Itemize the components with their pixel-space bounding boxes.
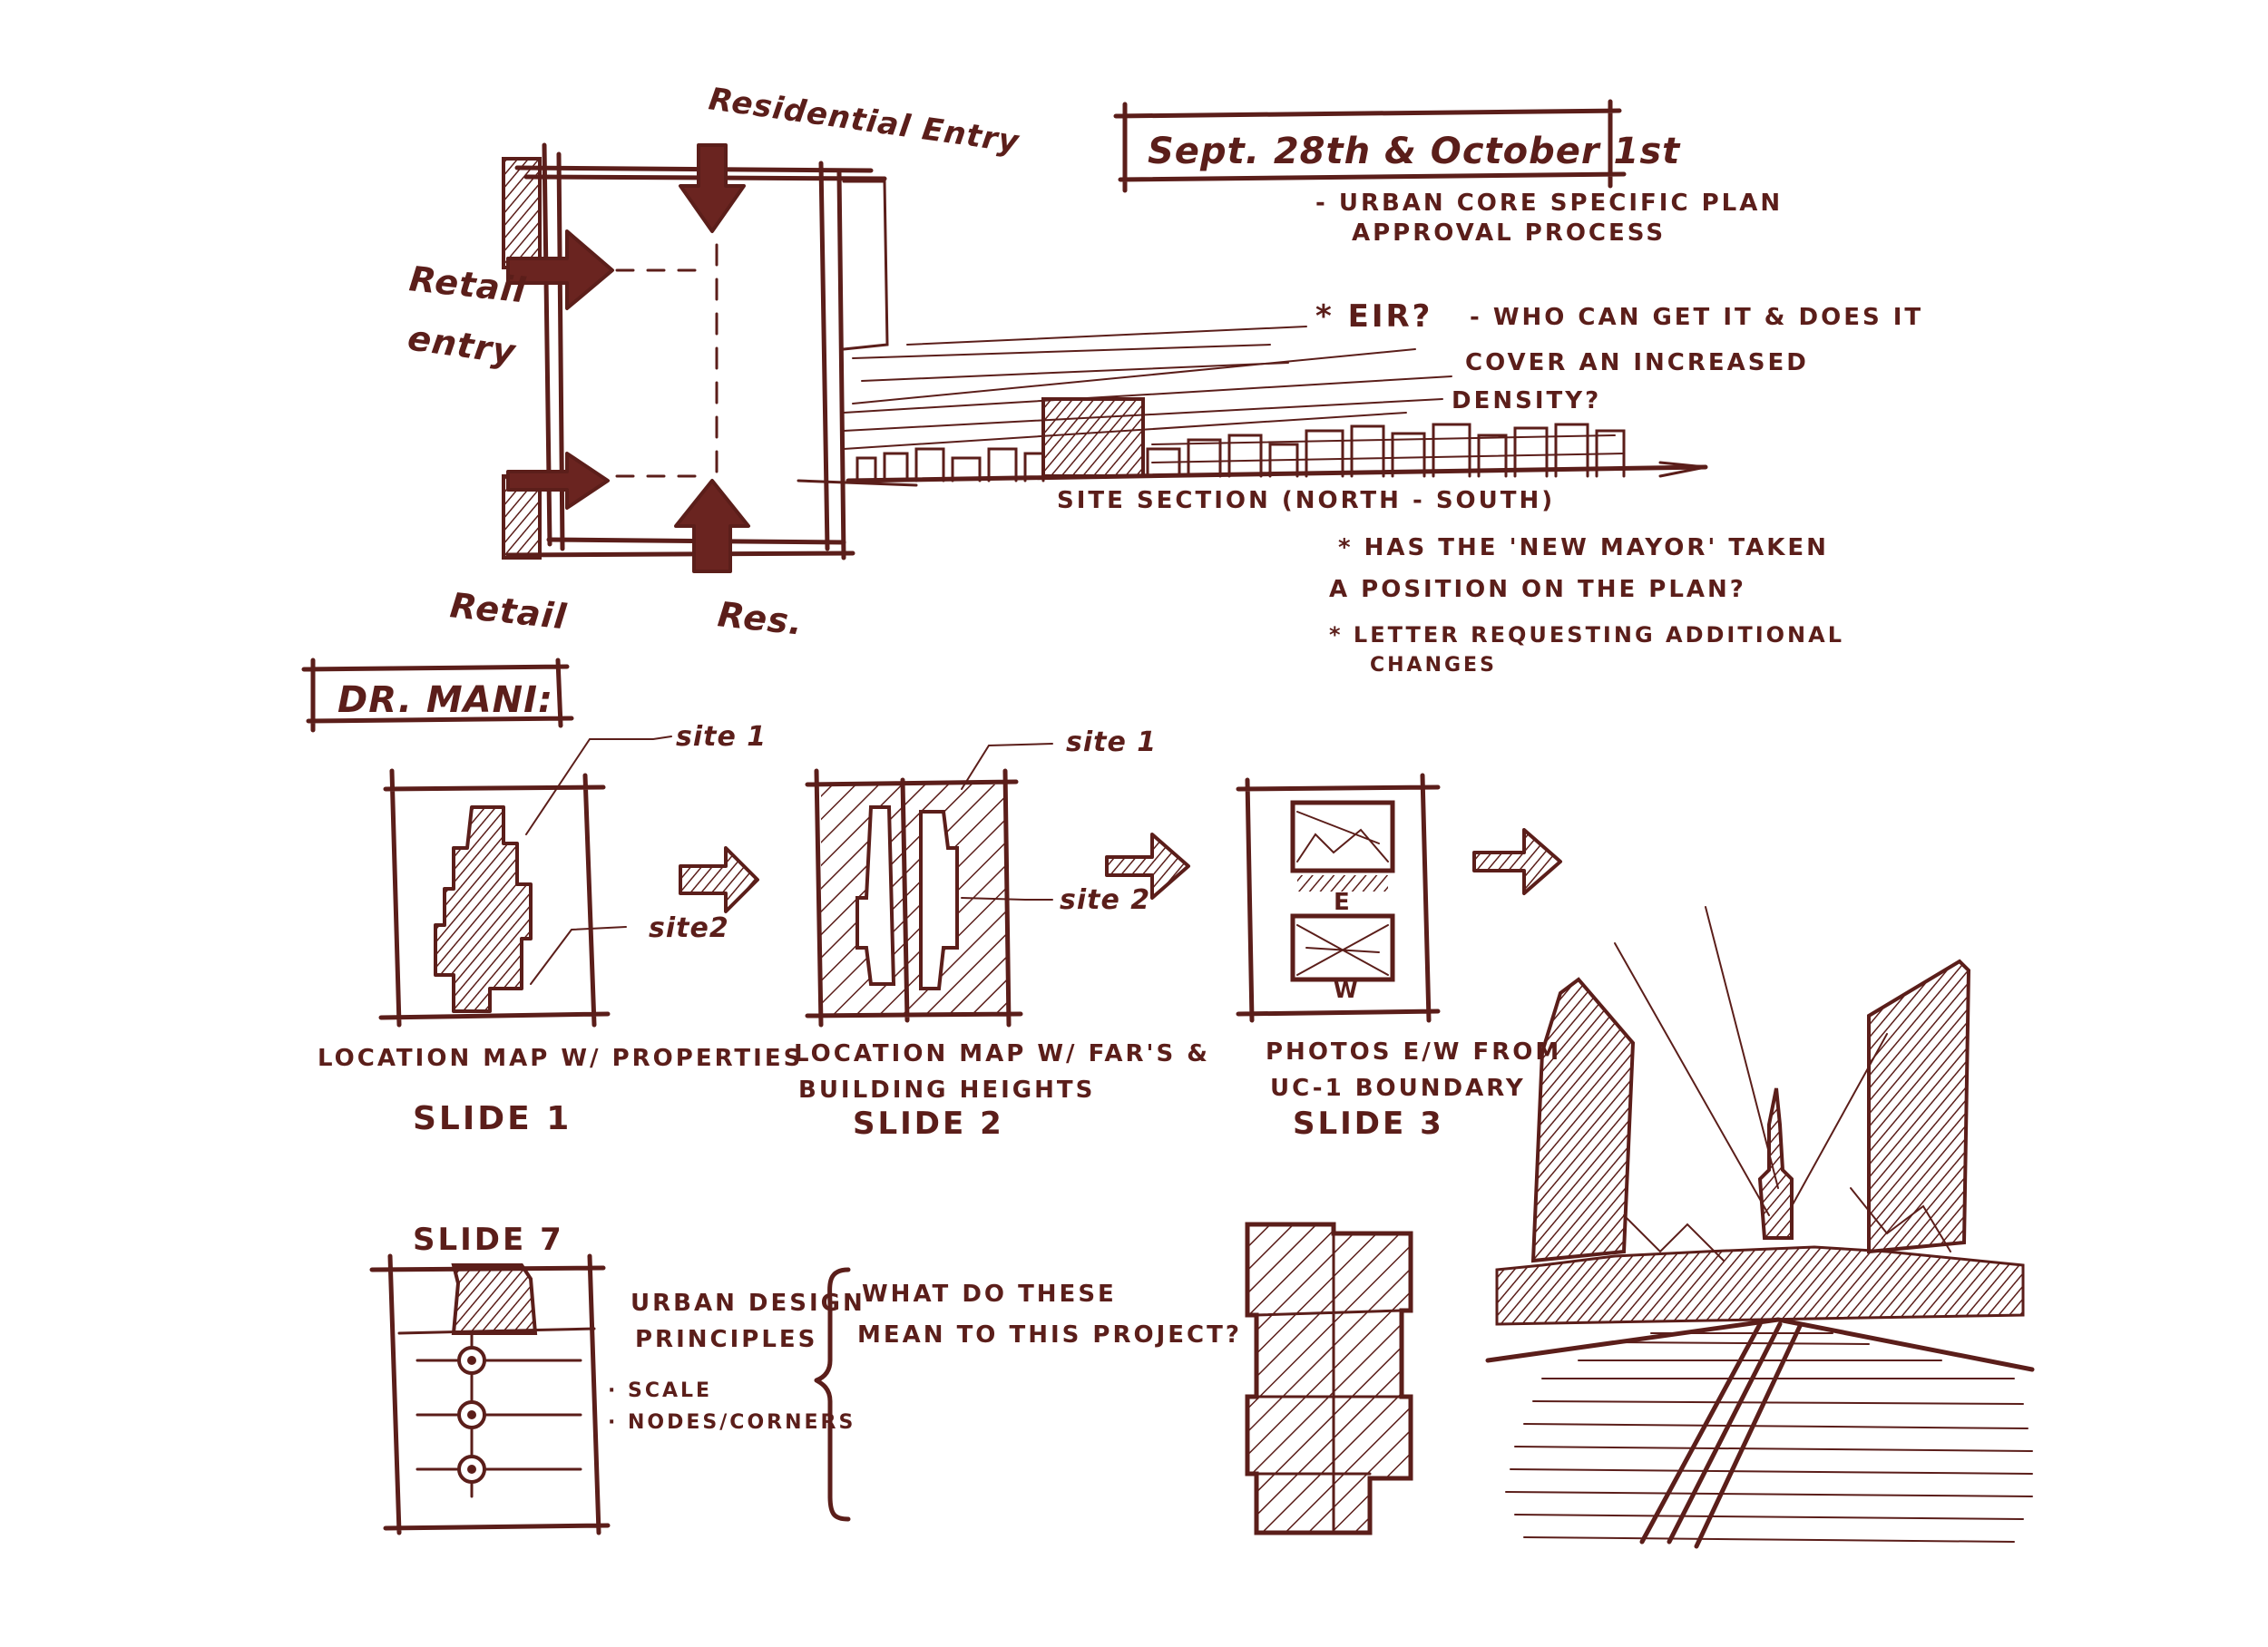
residential-entry-arrow-top bbox=[679, 143, 746, 233]
slide-3-title: SLIDE 3 bbox=[1293, 1106, 1444, 1142]
slide-1-site1-label: site 1 bbox=[676, 721, 767, 753]
slide-7-bullet-nodes: · NODES/CORNERS bbox=[608, 1411, 855, 1434]
note-urban-core-line2: APPROVAL PROCESS bbox=[1352, 219, 1666, 247]
slide-3-caption-line2: UC-1 BOUNDARY bbox=[1270, 1075, 1526, 1102]
slide-1-sketch bbox=[378, 736, 672, 1028]
slide-2-to-3-arrow bbox=[1105, 833, 1190, 900]
note-new-mayor-line1: * HAS THE 'NEW MAYOR' TAKEN bbox=[1338, 534, 1829, 561]
retail-entry-arrow-bottom bbox=[506, 452, 610, 510]
slide-2-title: SLIDE 2 bbox=[853, 1106, 1004, 1142]
residential-entry-arrow-bottom bbox=[674, 479, 750, 573]
note-urban-core-line1: - URBAN CORE SPECIFIC PLAN bbox=[1315, 190, 1783, 217]
slide-1-to-2-arrow bbox=[679, 846, 759, 913]
dates-box bbox=[1113, 99, 1627, 193]
slide-3-next-arrow bbox=[1472, 828, 1562, 895]
slide-3-label-w: W bbox=[1334, 978, 1360, 1003]
res-bottom-label: Res. bbox=[716, 594, 805, 643]
dr-mani-box bbox=[301, 658, 574, 733]
note-eir-line2: COVER AN INCREASED bbox=[1465, 349, 1809, 376]
section-leader-lines bbox=[843, 326, 1452, 450]
slide-7-bullet-scale: · SCALE bbox=[608, 1379, 712, 1402]
note-eir-line1: - WHO CAN GET IT & DOES IT bbox=[1470, 304, 1923, 331]
slide-1-title: SLIDE 1 bbox=[413, 1100, 572, 1137]
site-section bbox=[846, 397, 1708, 483]
slide-7-question-line2: MEAN TO THIS PROJECT? bbox=[857, 1321, 1242, 1349]
slide-2-caption-line1: LOCATION MAP W/ FAR'S & bbox=[794, 1040, 1210, 1067]
slide-2-site2-label: site 2 bbox=[1060, 884, 1150, 916]
slide-7-sketch bbox=[369, 1253, 851, 1535]
retail-entry-arrow-top bbox=[506, 229, 614, 310]
slide-2-site1-label: site 1 bbox=[1066, 726, 1157, 758]
residential-entry-label: Residential Entry bbox=[707, 81, 1022, 161]
slide-7-principles-line1: URBAN DESIGN bbox=[631, 1290, 865, 1317]
slide-3-label-e: E bbox=[1334, 889, 1353, 916]
slide-7-question-line1: WHAT DO THESE bbox=[862, 1281, 1117, 1308]
note-new-mayor-line2: A POSITION ON THE PLAN? bbox=[1329, 576, 1746, 603]
stepped-building-plan bbox=[1245, 1222, 1413, 1535]
slide-7-principles-line2: PRINCIPLES bbox=[635, 1326, 817, 1353]
slide-7-title: SLIDE 7 bbox=[413, 1222, 564, 1258]
note-letter-line1: * LETTER REQUESTING ADDITIONAL bbox=[1329, 622, 1844, 648]
retail-bottom-label: Retail bbox=[448, 585, 569, 637]
retail-entry-label-line2: entry bbox=[406, 317, 520, 372]
slide-1-caption: LOCATION MAP W/ PROPERTIES bbox=[318, 1045, 803, 1072]
note-eir-question: * EIR? bbox=[1315, 298, 1432, 335]
dr-mani-label: DR. MANI: bbox=[337, 679, 553, 721]
slide-2-sketch bbox=[805, 743, 1053, 1028]
note-letter-line2: CHANGES bbox=[1370, 654, 1497, 677]
slide-1-site2-label: site2 bbox=[649, 912, 729, 944]
street-perspective-sketch bbox=[1485, 906, 2035, 1549]
site-section-label: SITE SECTION (NORTH - SOUTH) bbox=[1057, 487, 1555, 514]
slide-3-caption-line1: PHOTOS E/W FROM bbox=[1266, 1038, 1561, 1066]
slide-3-sketch bbox=[1236, 773, 1441, 1023]
note-eir-line3: DENSITY? bbox=[1452, 387, 1601, 414]
site-plan bbox=[502, 142, 918, 573]
meeting-dates: Sept. 28th & October 1st bbox=[1148, 131, 1681, 172]
slide-2-caption-line2: BUILDING HEIGHTS bbox=[798, 1077, 1095, 1104]
